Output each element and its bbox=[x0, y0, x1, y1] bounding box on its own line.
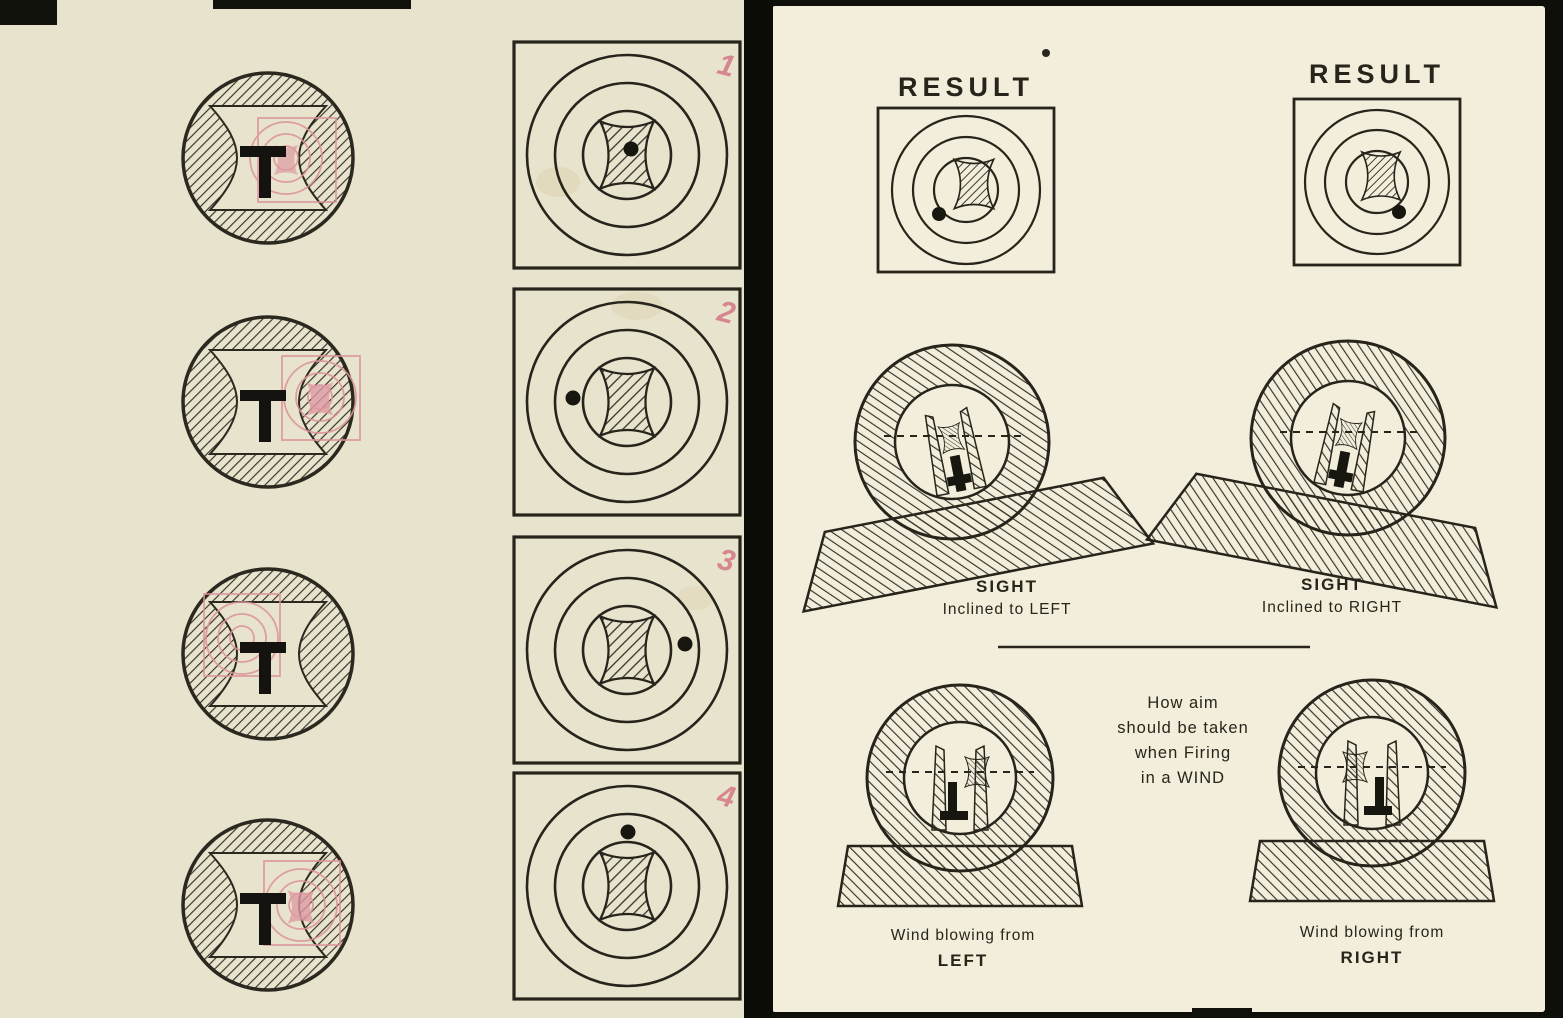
ring-sight-wind-right bbox=[1248, 678, 1496, 903]
wind-note-line2: should be taken bbox=[1117, 719, 1249, 737]
foresight-blade bbox=[240, 642, 286, 694]
foresight-blade bbox=[240, 893, 286, 945]
shot-hole bbox=[1392, 205, 1406, 219]
shot-hole bbox=[565, 390, 581, 406]
sight-right-label-line1: SIGHT bbox=[1301, 575, 1363, 594]
result-target-left bbox=[876, 106, 1056, 274]
foresight-blade-bar bbox=[946, 473, 972, 487]
shot-hole bbox=[932, 207, 946, 221]
aperture-sight-picture-2 bbox=[181, 315, 361, 489]
wind-note-line1: How aim bbox=[1147, 694, 1218, 712]
result-target-right bbox=[1292, 97, 1462, 267]
foresight-protector bbox=[1313, 402, 1341, 486]
bobbin-target bbox=[598, 367, 656, 437]
wind-note-line3: when Firing bbox=[1134, 744, 1231, 762]
foresight-blade bbox=[1375, 777, 1384, 815]
paper-stain bbox=[536, 167, 580, 197]
result-heading-right: RESULT bbox=[1309, 59, 1445, 89]
sight-left-label-line2: Inclined to LEFT bbox=[943, 601, 1072, 618]
foresight-protector bbox=[931, 744, 947, 831]
foresight-blade-bar bbox=[940, 811, 968, 820]
foresight-protector bbox=[924, 414, 950, 497]
foresight-protector bbox=[959, 406, 987, 490]
foresight-blade bbox=[948, 782, 957, 820]
foresight-protector bbox=[1350, 410, 1376, 493]
sight-right-label-line2: Inclined to RIGHT bbox=[1262, 599, 1402, 616]
wind-left-label-line2: LEFT bbox=[938, 951, 989, 970]
square-target-4: 4 bbox=[512, 771, 742, 1001]
bobbin-target bbox=[598, 851, 656, 921]
foresight-blade bbox=[240, 390, 286, 442]
ring-sight-inclined-left bbox=[801, 343, 1156, 614]
wind-right-label-line1: Wind blowing from bbox=[1300, 924, 1445, 941]
ring-sight-inclined-right bbox=[1144, 339, 1499, 610]
result-heading-left: RESULT bbox=[898, 72, 1034, 102]
page-gutter bbox=[744, 0, 773, 1018]
ring-sight-wind-left bbox=[836, 683, 1084, 908]
bobbin-target bbox=[598, 615, 656, 685]
square-target-2: 2 bbox=[512, 287, 742, 517]
shot-hole bbox=[623, 141, 639, 157]
shot-hole bbox=[620, 824, 636, 840]
wind-right-label-line2: RIGHT bbox=[1341, 948, 1404, 967]
paper-stain bbox=[611, 292, 663, 320]
bobbin-target bbox=[953, 158, 995, 210]
shot-hole bbox=[677, 636, 693, 652]
foresight-protector bbox=[1385, 739, 1401, 826]
wind-note-line4: in a WIND bbox=[1141, 769, 1225, 787]
foresight-blade bbox=[240, 146, 286, 198]
square-target-3: 3 bbox=[512, 535, 742, 765]
paper-stain bbox=[677, 586, 713, 610]
foresight-blade-bar bbox=[1328, 469, 1354, 483]
scan-bottom-artifact bbox=[1192, 1008, 1252, 1018]
sight-left-label-line1: SIGHT bbox=[976, 577, 1038, 596]
aperture-sight-picture-3 bbox=[181, 567, 355, 741]
foresight-blade-bar bbox=[1364, 806, 1392, 815]
aperture-sight-picture-4 bbox=[181, 818, 355, 992]
scan-corner-artifact bbox=[0, 0, 57, 25]
ink-speck bbox=[1042, 49, 1050, 57]
aperture-sight-picture-1 bbox=[181, 71, 355, 245]
scan-edge-artifact bbox=[213, 0, 411, 9]
bobbin-target bbox=[1361, 151, 1401, 201]
wind-left-label-line1: Wind blowing from bbox=[891, 927, 1036, 944]
